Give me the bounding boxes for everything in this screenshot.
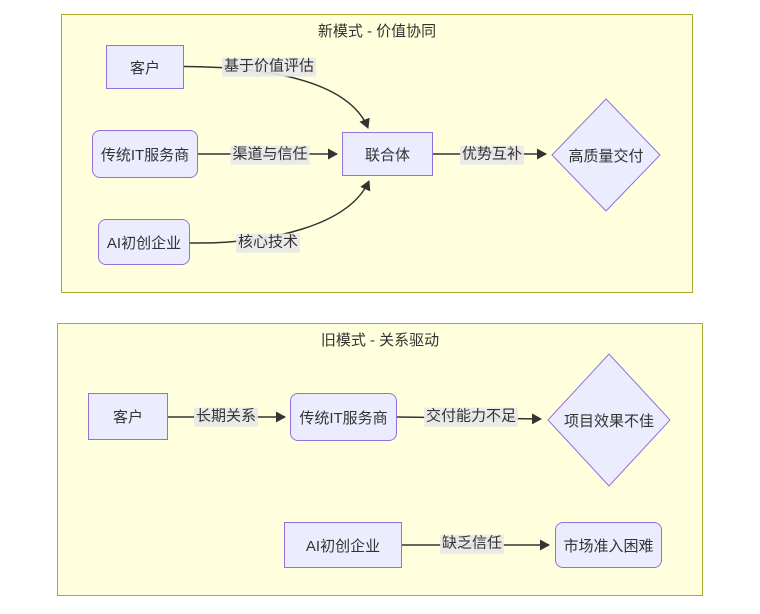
edge-label-value-based: 基于价值评估 [221,57,317,77]
diamond-label: 项目效果不佳 [563,412,654,430]
edge-label-lack-trust: 缺乏信任 [439,534,505,554]
diamond-shape [547,353,671,487]
edge-customer-consortium [183,65,370,129]
subgraph-new-model-title: 新模式 - 价值协同 [317,23,437,40]
node-customer-old: 客户 [88,393,168,440]
subgraph-old-model-title: 旧模式 - 关系驱动 [320,332,440,349]
node-it-vendor-old: 传统IT服务商 [290,393,397,441]
node-ai-startup-old: AI初创企业 [284,522,402,568]
edge-label-complementary: 优势互补 [459,145,525,165]
edge-label-capability-gap: 交付能力不足 [423,407,519,427]
edge-label-channel-trust: 渠道与信任 [230,145,310,165]
node-high-quality-delivery: 高质量交付 [551,98,661,212]
node-consortium: 联合体 [342,132,433,176]
diamond-shape [551,98,661,212]
edge-label-core-tech: 核心技术 [235,233,301,253]
node-ai-startup-new: AI初创企业 [98,219,190,265]
node-market-barrier: 市场准入困难 [555,522,662,568]
edge-label-long-term: 长期关系 [193,407,259,427]
node-poor-outcome: 项目效果不佳 [547,353,671,487]
edge-startup-consortium [189,180,371,244]
diamond-label: 高质量交付 [568,147,644,165]
node-customer-new: 客户 [106,45,184,89]
node-it-vendor-new: 传统IT服务商 [92,130,198,178]
